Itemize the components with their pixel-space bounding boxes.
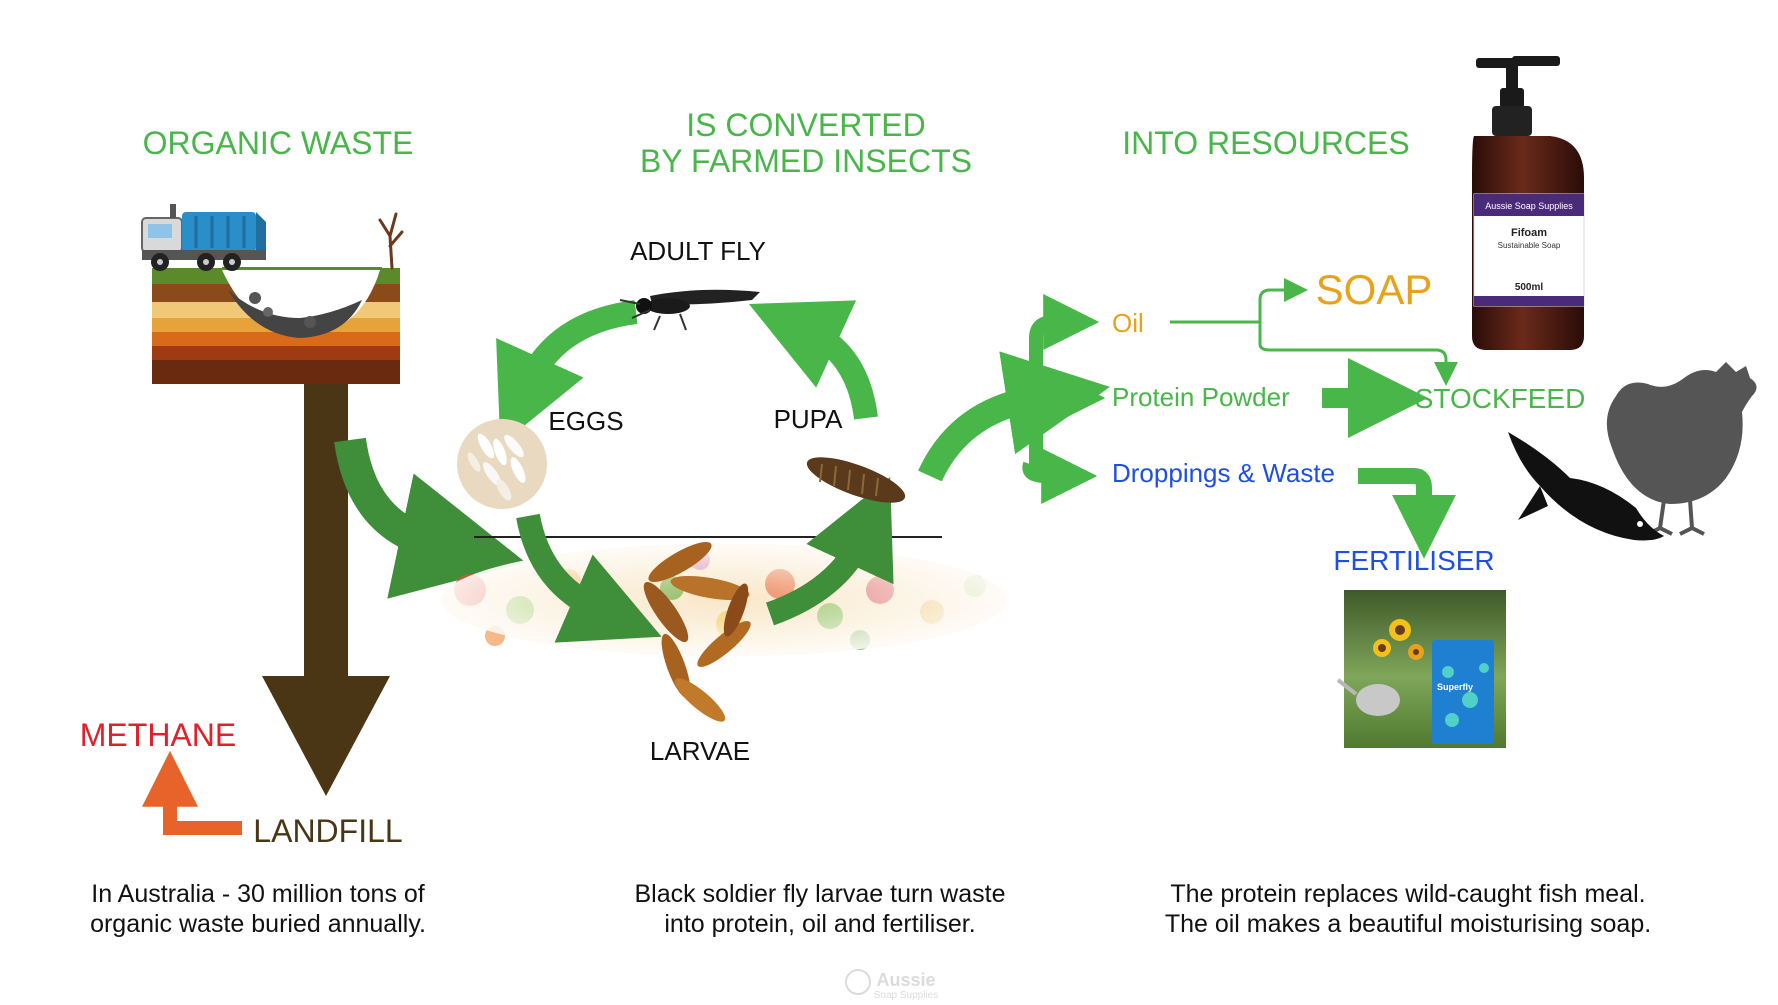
landfill-label: LANDFILL	[253, 813, 402, 849]
larvae-to-outputs-arrow	[918, 351, 1110, 482]
watermark-logo: Aussie Soap Supplies	[845, 969, 939, 1001]
droppings-to-fertiliser-arrow	[1358, 468, 1456, 559]
soap-brand-label: Aussie Soap Supplies	[1485, 201, 1573, 211]
pupa-to-fly-arrow	[748, 300, 878, 420]
heading-into-resources: INTO RESOURCES	[1122, 125, 1409, 161]
eggs-to-larvae-arrow	[516, 513, 662, 643]
stockfeed-label: STOCKFEED	[1415, 383, 1586, 414]
bare-tree-illustration	[378, 212, 404, 270]
larvae-to-pupa-arrow	[765, 476, 894, 626]
caption-left-line2: organic waste buried annually.	[90, 910, 426, 938]
protein-powder-label: Protein Powder	[1112, 382, 1290, 412]
fish-silhouette-icon	[1508, 432, 1664, 541]
fertiliser-brand-label: Superfly	[1437, 682, 1473, 692]
chicken-silhouette-icon	[1606, 362, 1757, 536]
oil-label: Oil	[1112, 308, 1144, 338]
adult-fly-label: ADULT FLY	[630, 236, 766, 266]
oil-to-soap-arrow	[1258, 278, 1308, 322]
soil-cross-section-illustration	[152, 267, 400, 384]
soap-product-subtitle: Sustainable Soap	[1498, 241, 1561, 250]
watermark-line1: Aussie	[876, 970, 935, 990]
caption-middle-line2: into protein, oil and fertiliser.	[664, 910, 975, 938]
oil-to-stockfeed-arrow	[1258, 322, 1458, 386]
larvae-label: LARVAE	[650, 736, 750, 766]
pupa-label: PUPA	[774, 404, 844, 434]
caption-left-line1: In Australia - 30 million tons of	[91, 880, 425, 908]
eggs-photo	[457, 419, 547, 509]
caption-right-line1: The protein replaces wild-caught fish me…	[1170, 880, 1645, 908]
pupa-illustration	[806, 457, 906, 503]
waste-to-insects-arrow	[334, 437, 526, 599]
methane-label: METHANE	[80, 717, 236, 753]
larvae-illustration	[643, 542, 751, 722]
fertiliser-photo: Superfly	[1336, 590, 1506, 748]
caption-middle-line1: Black soldier fly larvae turn waste	[635, 880, 1006, 908]
heading-converted-line2: BY FARMED INSECTS	[640, 143, 972, 179]
garbage-truck-illustration	[141, 204, 266, 271]
soap-bottle-illustration: Aussie Soap Supplies Fifoam Sustainable …	[1472, 56, 1585, 350]
soap-label: SOAP	[1316, 266, 1433, 313]
heading-converted-line1: IS CONVERTED	[686, 107, 925, 143]
eggs-label: EGGS	[548, 406, 623, 436]
methane-arrow	[142, 750, 242, 835]
adult-fly-illustration	[619, 289, 760, 331]
droppings-waste-label: Droppings & Waste	[1112, 458, 1335, 488]
fly-to-eggs-arrow	[496, 300, 638, 446]
branch-to-oil-arrow	[1029, 294, 1100, 350]
caption-right-line2: The oil makes a beautiful moisturising s…	[1165, 910, 1651, 938]
soap-volume: 500ml	[1515, 282, 1544, 293]
heading-organic-waste: ORGANIC WASTE	[143, 125, 414, 161]
watermark-line2: Soap Supplies	[874, 990, 939, 1000]
fertiliser-label: FERTILISER	[1333, 545, 1494, 576]
soap-product-name: Fifoam	[1511, 227, 1547, 239]
landfill-arrow	[262, 384, 390, 796]
